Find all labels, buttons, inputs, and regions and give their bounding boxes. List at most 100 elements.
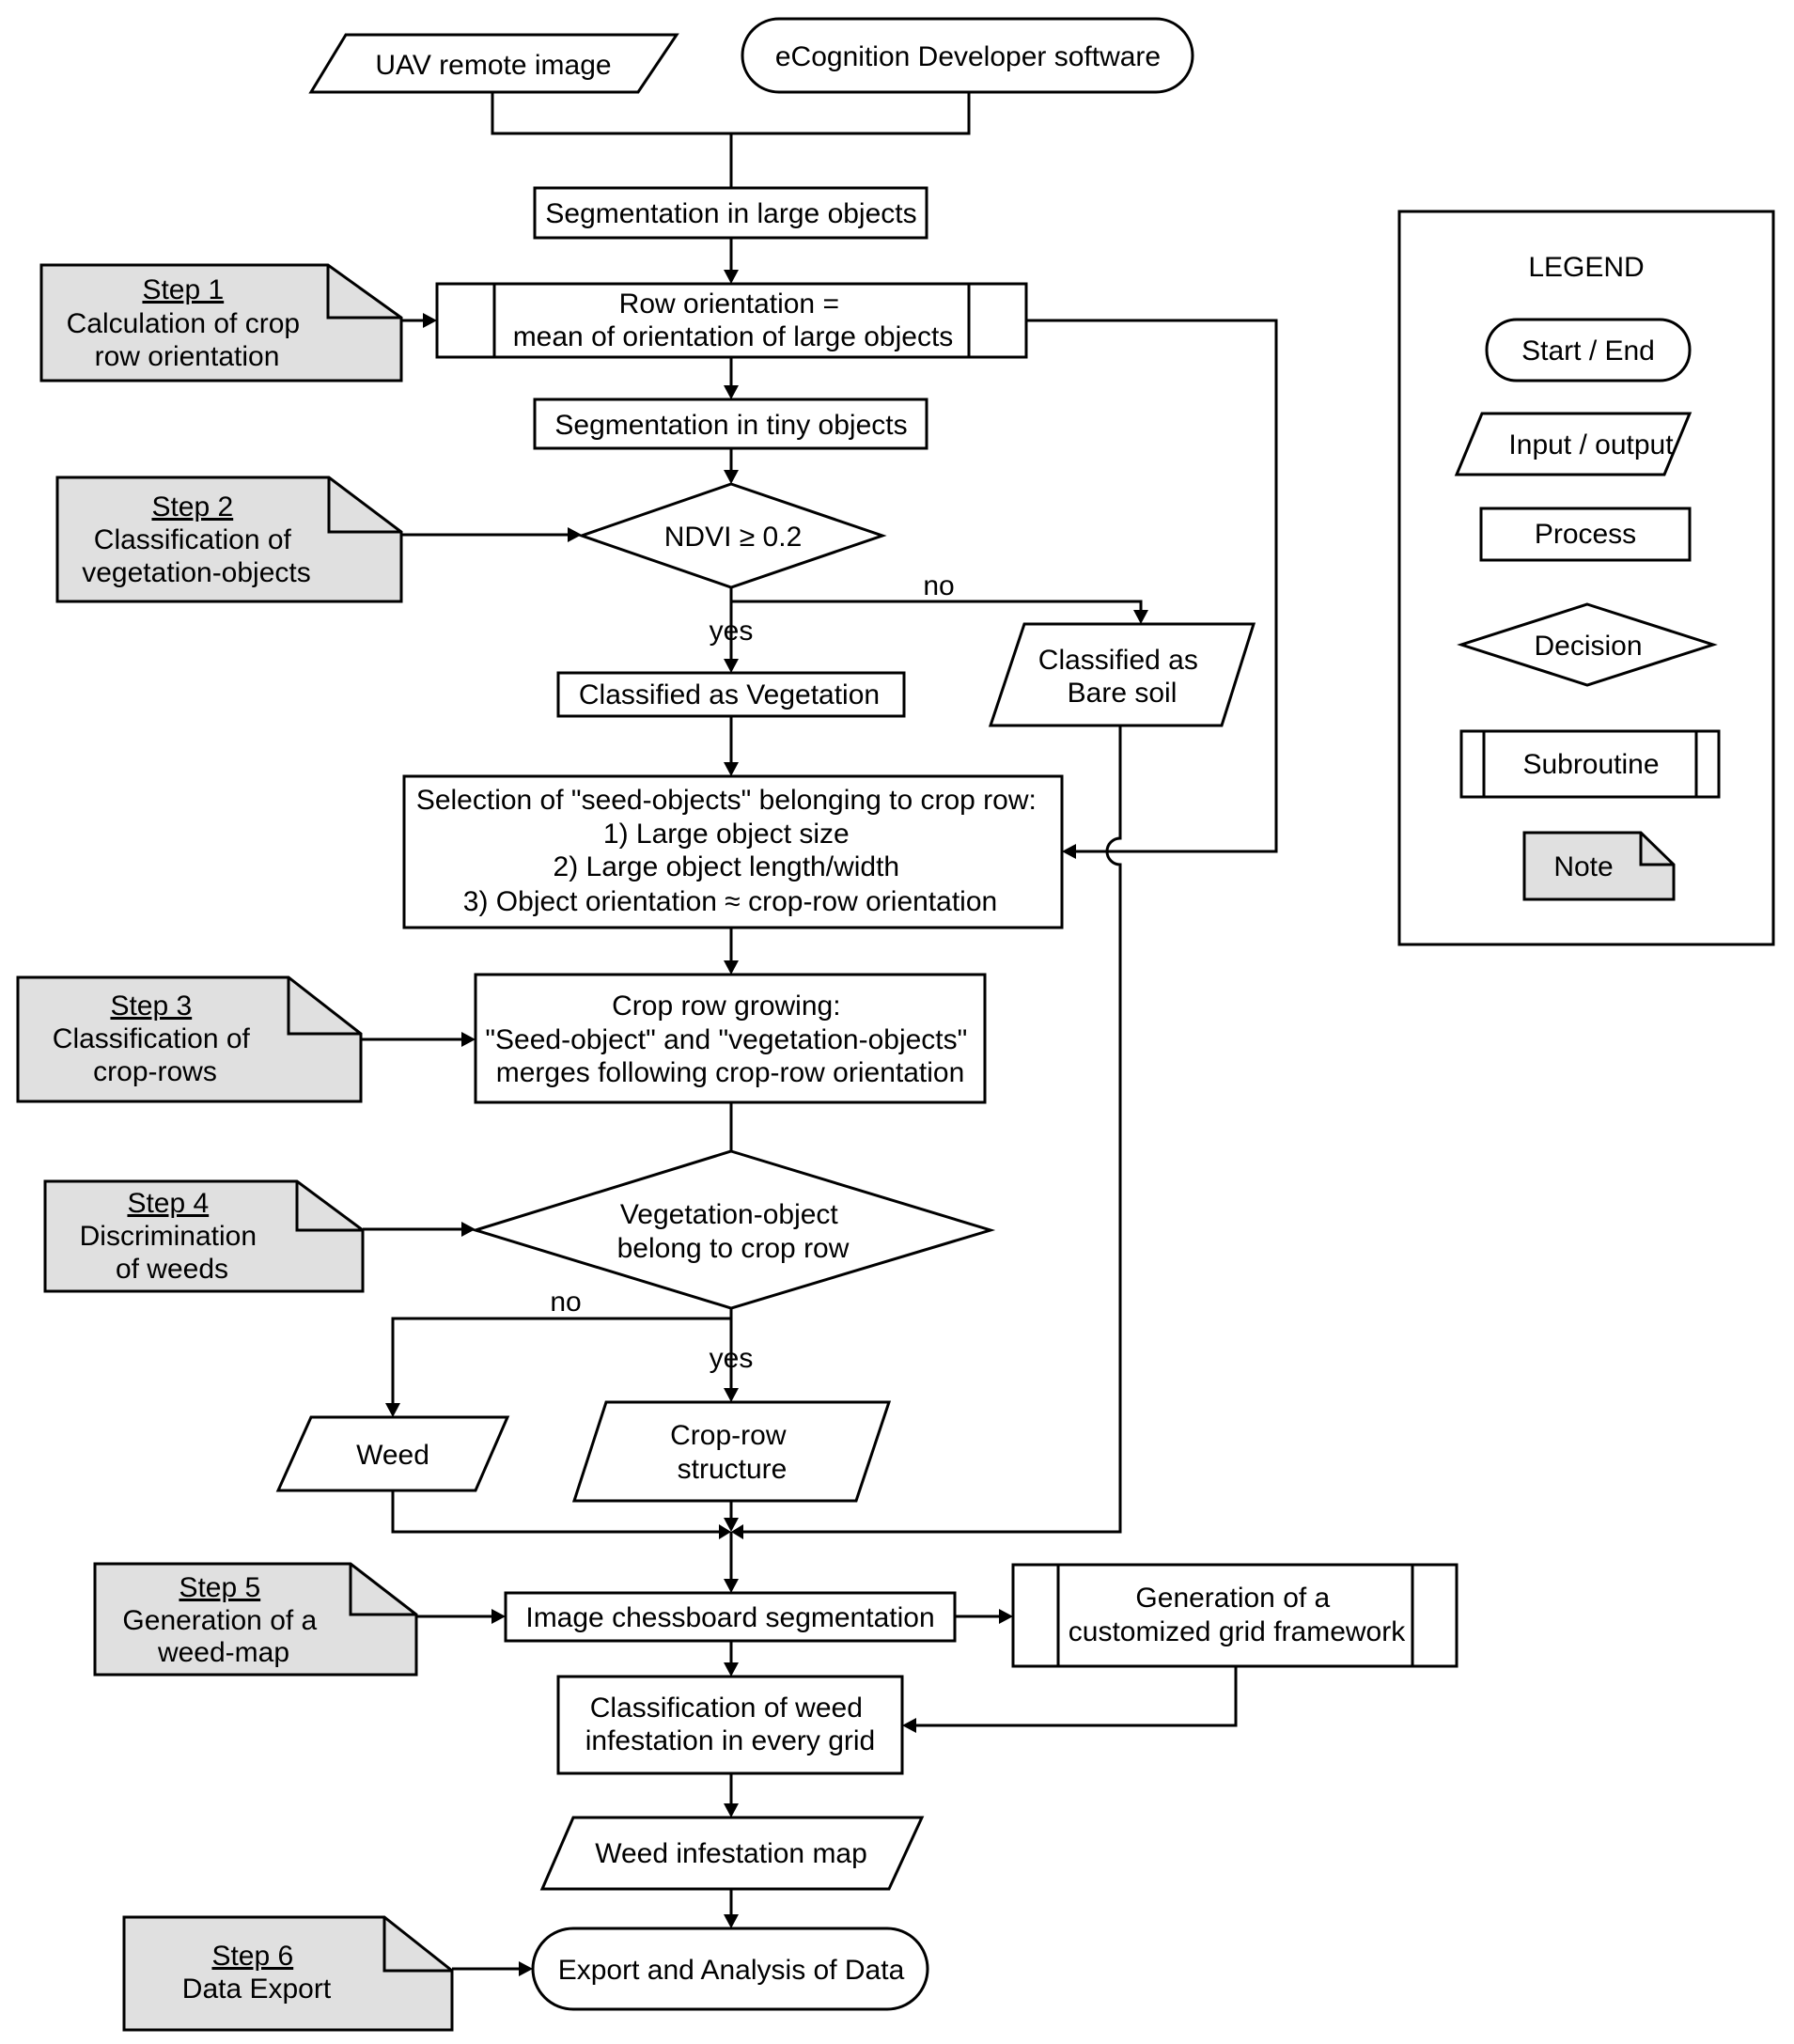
arrowhead <box>724 659 739 673</box>
connector-bare-soil-down <box>739 726 1122 1534</box>
arrowhead <box>519 1961 533 1976</box>
svg-text:Step 5 Generation of a: Step 5 Generation of a weed-map <box>122 1572 324 1668</box>
legend-start-end: Start / End <box>1485 318 1692 382</box>
node-text: Generation of a customized grid framewor… <box>1069 1583 1406 1647</box>
arrowhead <box>461 1222 476 1237</box>
node-text: Segmentation in tiny objects <box>554 410 907 441</box>
node-text: eCognition Developer software <box>775 41 1161 72</box>
arrowhead <box>724 1518 739 1532</box>
node-uav-image: UAV remote image <box>308 33 679 94</box>
node-seed-selection: Selection of "seed-objects" belonging to… <box>402 774 1064 929</box>
svg-text:Step 2 Classification o: Step 2 Classification of vegetation-obje… <box>82 491 311 588</box>
legend-decision: Decision <box>1457 602 1718 687</box>
arrowhead <box>724 1579 739 1593</box>
legend-title: LEGEND <box>1528 252 1644 283</box>
svg-text:Step 6 Data Export: Step 6 Data Export <box>182 1941 332 2005</box>
arrowhead <box>385 1403 400 1417</box>
arrowhead <box>902 1718 916 1733</box>
node-row-orientation-subroutine: Row orientation = mean of orientation of… <box>435 282 1028 359</box>
node-text: NDVI ≥ 0.2 <box>664 522 803 553</box>
node-belong-decision: Vegetation-object belong to crop row <box>470 1149 996 1310</box>
arrowhead <box>999 1609 1013 1624</box>
node-infestation-map: Weed infestation map <box>539 1816 925 1891</box>
node-text: Image chessboard segmentation <box>525 1602 934 1633</box>
legend-process: Process <box>1479 507 1692 562</box>
connector-belong-no <box>391 1308 733 1406</box>
node-ndvi-decision: NDVI ≥ 0.2 <box>577 482 887 589</box>
label-ndvi-no: no <box>923 570 954 601</box>
node-export: Export and Analysis of Data <box>531 1927 929 2011</box>
node-grid-framework-subroutine: Generation of a customized grid framewor… <box>1011 1563 1459 1668</box>
node-vegetation: Classified as Vegetation <box>556 671 906 718</box>
arrowhead <box>1062 844 1076 859</box>
legend-subroutine: Subroutine <box>1459 729 1721 799</box>
node-chessboard-segmentation: Image chessboard segmentation <box>504 1591 957 1643</box>
note-step3: Step 3 Classification of crop-rows <box>16 975 363 1103</box>
arrowhead <box>461 1032 476 1047</box>
node-weed: Weed <box>275 1415 510 1492</box>
arrowhead <box>724 470 739 484</box>
node-text: Classified as Bare soil <box>1038 645 1206 709</box>
legend: LEGEND Start / End Input / output Proces… <box>1397 210 1775 946</box>
node-text: Crop-row structure <box>670 1420 794 1485</box>
note-step4: Step 4 Discrimination of weeds <box>43 1179 365 1293</box>
arrowhead <box>1133 610 1148 624</box>
svg-text:Step 4 Discrimination: Step 4 Discrimination of weeds <box>80 1188 265 1285</box>
svg-text:Decision: Decision <box>1534 631 1642 662</box>
node-crop-row-structure: Crop-row structure <box>571 1400 892 1503</box>
connector-weed-to-merge <box>391 1490 724 1534</box>
arrowhead <box>724 270 739 284</box>
arrowhead <box>724 385 739 399</box>
connectors <box>361 92 1278 1976</box>
label-belong-no: no <box>550 1287 581 1318</box>
arrowhead <box>423 313 437 328</box>
node-text: Selection of "seed-objects" belonging to… <box>416 785 1044 917</box>
node-classification-infestation: Classification of weed infestation in ev… <box>556 1675 904 1775</box>
node-crop-row-growing: Crop row growing: "Seed-object" and "veg… <box>474 973 987 1104</box>
svg-text:Start / End: Start / End <box>1521 335 1655 367</box>
connector-uav-merge <box>491 92 971 135</box>
node-text: Row orientation = mean of orientation of… <box>513 289 954 352</box>
arrowhead <box>724 1662 739 1677</box>
arrowhead <box>491 1609 506 1624</box>
svg-text:Subroutine: Subroutine <box>1522 749 1659 780</box>
arrowhead <box>724 1803 739 1818</box>
legend-note: Note <box>1522 831 1676 901</box>
note-step1: Step 1 Calculation of crop row orientati… <box>39 263 403 382</box>
svg-text:Step 3 Classification o: Step 3 Classification of crop-rows <box>53 991 257 1087</box>
arrowhead <box>724 960 739 975</box>
svg-text:Note: Note <box>1553 851 1613 882</box>
arrowhead <box>731 1524 743 1539</box>
arrowhead <box>568 527 582 542</box>
arrowhead <box>724 1914 739 1928</box>
arrowhead <box>724 762 739 776</box>
node-text: Classification of weed infestation in ev… <box>585 1693 876 1756</box>
node-text: Weed <box>356 1440 429 1471</box>
node-text: Segmentation in large objects <box>545 198 916 229</box>
connector-ndvi-no <box>731 600 1143 613</box>
svg-text:Process: Process <box>1535 519 1636 550</box>
note-step5: Step 5 Generation of a weed-map <box>93 1562 418 1677</box>
connector-row-to-seed-feedback <box>1026 319 1278 853</box>
svg-text:Step 1 Calculation of cr: Step 1 Calculation of crop row orientati… <box>67 274 308 372</box>
legend-input-output: Input / output <box>1454 412 1693 476</box>
label-ndvi-yes: yes <box>710 616 754 647</box>
node-text: Weed infestation map <box>595 1838 867 1869</box>
note-step6: Step 6 Data Export <box>122 1915 454 2032</box>
node-ecognition: eCognition Developer software <box>741 17 1194 94</box>
note-step2: Step 2 Classification of vegetation-obje… <box>55 476 403 603</box>
node-text: Vegetation-object belong to crop row <box>617 1199 850 1264</box>
arrowhead <box>719 1524 731 1539</box>
node-bare-soil: Classified as Bare soil <box>988 622 1256 727</box>
svg-text:Input / output: Input / output <box>1508 429 1674 460</box>
node-segmentation-tiny: Segmentation in tiny objects <box>533 398 928 450</box>
connector-grid-to-classification <box>914 1666 1238 1727</box>
node-segmentation-large: Segmentation in large objects <box>533 186 928 240</box>
node-text: Classified as Vegetation <box>579 679 880 710</box>
label-belong-yes: yes <box>710 1343 754 1374</box>
node-text: UAV remote image <box>375 50 611 81</box>
node-text: Export and Analysis of Data <box>558 1955 905 1986</box>
node-text: Crop row growing: "Seed-object" and "veg… <box>485 991 975 1088</box>
arrowhead <box>724 1388 739 1402</box>
